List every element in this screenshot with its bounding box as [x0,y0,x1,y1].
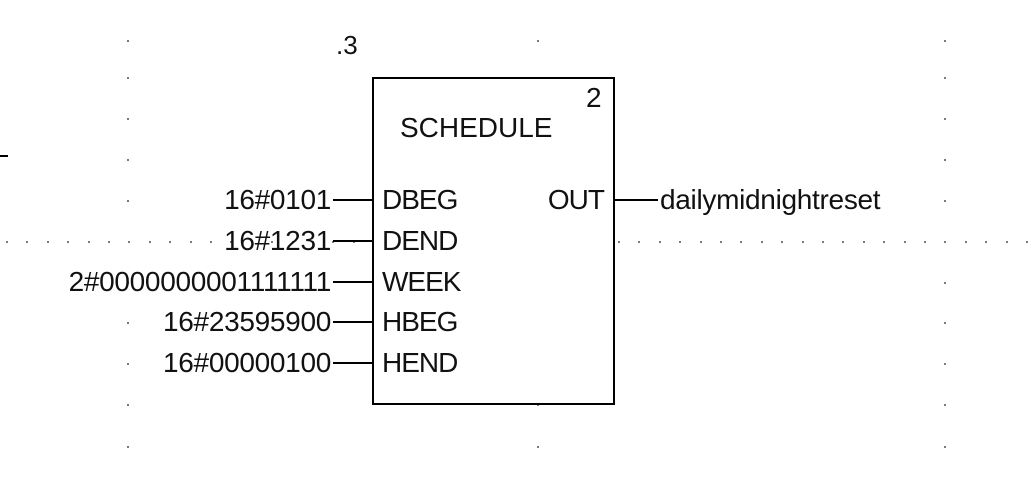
grid-dot [127,200,129,202]
pin-hend[interactable]: HEND [382,347,458,378]
grid-dot [190,241,192,243]
grid-dot [761,241,763,243]
grid-dot [842,241,844,243]
grid-dot [332,241,334,243]
grid-dot [679,241,681,243]
grid-dot [537,404,539,406]
param-dbeg-value[interactable]: 16#0101 [224,184,331,215]
grid-dot [271,241,273,243]
grid-dot [944,159,946,161]
grid-dot [965,241,967,243]
schedule-function-block[interactable] [372,77,615,405]
grid-dot [781,241,783,243]
output-variable-label[interactable]: dailymidnightreset [660,184,881,215]
param-week-value[interactable]: 2#0000000001111111 [68,266,332,297]
grid-dot [944,363,946,365]
pin-out[interactable]: OUT [547,184,605,215]
grid-dot [251,241,253,243]
execution-order-label: .3 [336,30,358,60]
output-wire-out [614,199,658,201]
grid-dot [312,241,314,243]
grid-dot [6,241,8,243]
grid-dot [802,241,804,243]
grid-dot [127,363,129,365]
grid-dot [720,241,722,243]
grid-dot [618,241,620,243]
grid-dot [292,241,294,243]
input-wire-dbeg [333,199,373,201]
input-wire-hbeg [333,321,373,323]
grid-dot [1026,241,1028,243]
grid-dot [822,241,824,243]
grid-dot [128,241,130,243]
grid-dot [88,241,90,243]
grid-dot [700,241,702,243]
param-hbeg-value[interactable]: 16#23595900 [163,306,331,337]
pin-dend[interactable]: DEND [382,225,458,256]
grid-dot [26,241,28,243]
grid-dot [944,404,946,406]
grid-dot [149,241,151,243]
param-dend-value[interactable]: 16#1231 [224,225,331,256]
grid-dot [127,159,129,161]
grid-dot [1006,241,1008,243]
grid-dot [47,241,49,243]
pin-week[interactable]: WEEK [382,266,461,297]
grid-dot [353,241,355,243]
grid-dot [944,446,946,448]
grid-dot [924,241,926,243]
grid-dot [230,241,232,243]
grid-dot [740,241,742,243]
grid-dot [944,241,946,243]
grid-dot [127,446,129,448]
grid-dot [127,404,129,406]
grid-dot [944,77,946,79]
grid-dot [944,40,946,42]
grid-dot [883,241,885,243]
grid-dot [127,40,129,42]
grid-dot [944,322,946,324]
grid-dot [944,282,946,284]
grid-dot [169,241,171,243]
input-wire-dend [333,240,373,242]
pin-hbeg[interactable]: HBEG [382,306,458,337]
grid-dot [67,241,69,243]
grid-dot [944,118,946,120]
input-wire-week [333,281,373,283]
grid-dot [537,446,539,448]
left-edge-wire-stub [0,155,8,157]
grid-dot [210,241,212,243]
grid-dot [108,241,110,243]
grid-dot [944,200,946,202]
grid-dot [127,77,129,79]
grid-dot [638,241,640,243]
block-instance-number: 2 [586,82,602,113]
block-type-label: SCHEDULE [400,112,553,143]
param-hend-value[interactable]: 16#00000100 [163,347,331,378]
grid-dot [127,282,129,284]
pin-dbeg[interactable]: DBEG [382,184,458,215]
grid-dot [127,322,129,324]
grid-dot [537,40,539,42]
grid-dot [659,241,661,243]
input-wire-hend [333,362,373,364]
grid-dot [985,241,987,243]
grid-dot [904,241,906,243]
grid-dot [863,241,865,243]
grid-dot [127,118,129,120]
